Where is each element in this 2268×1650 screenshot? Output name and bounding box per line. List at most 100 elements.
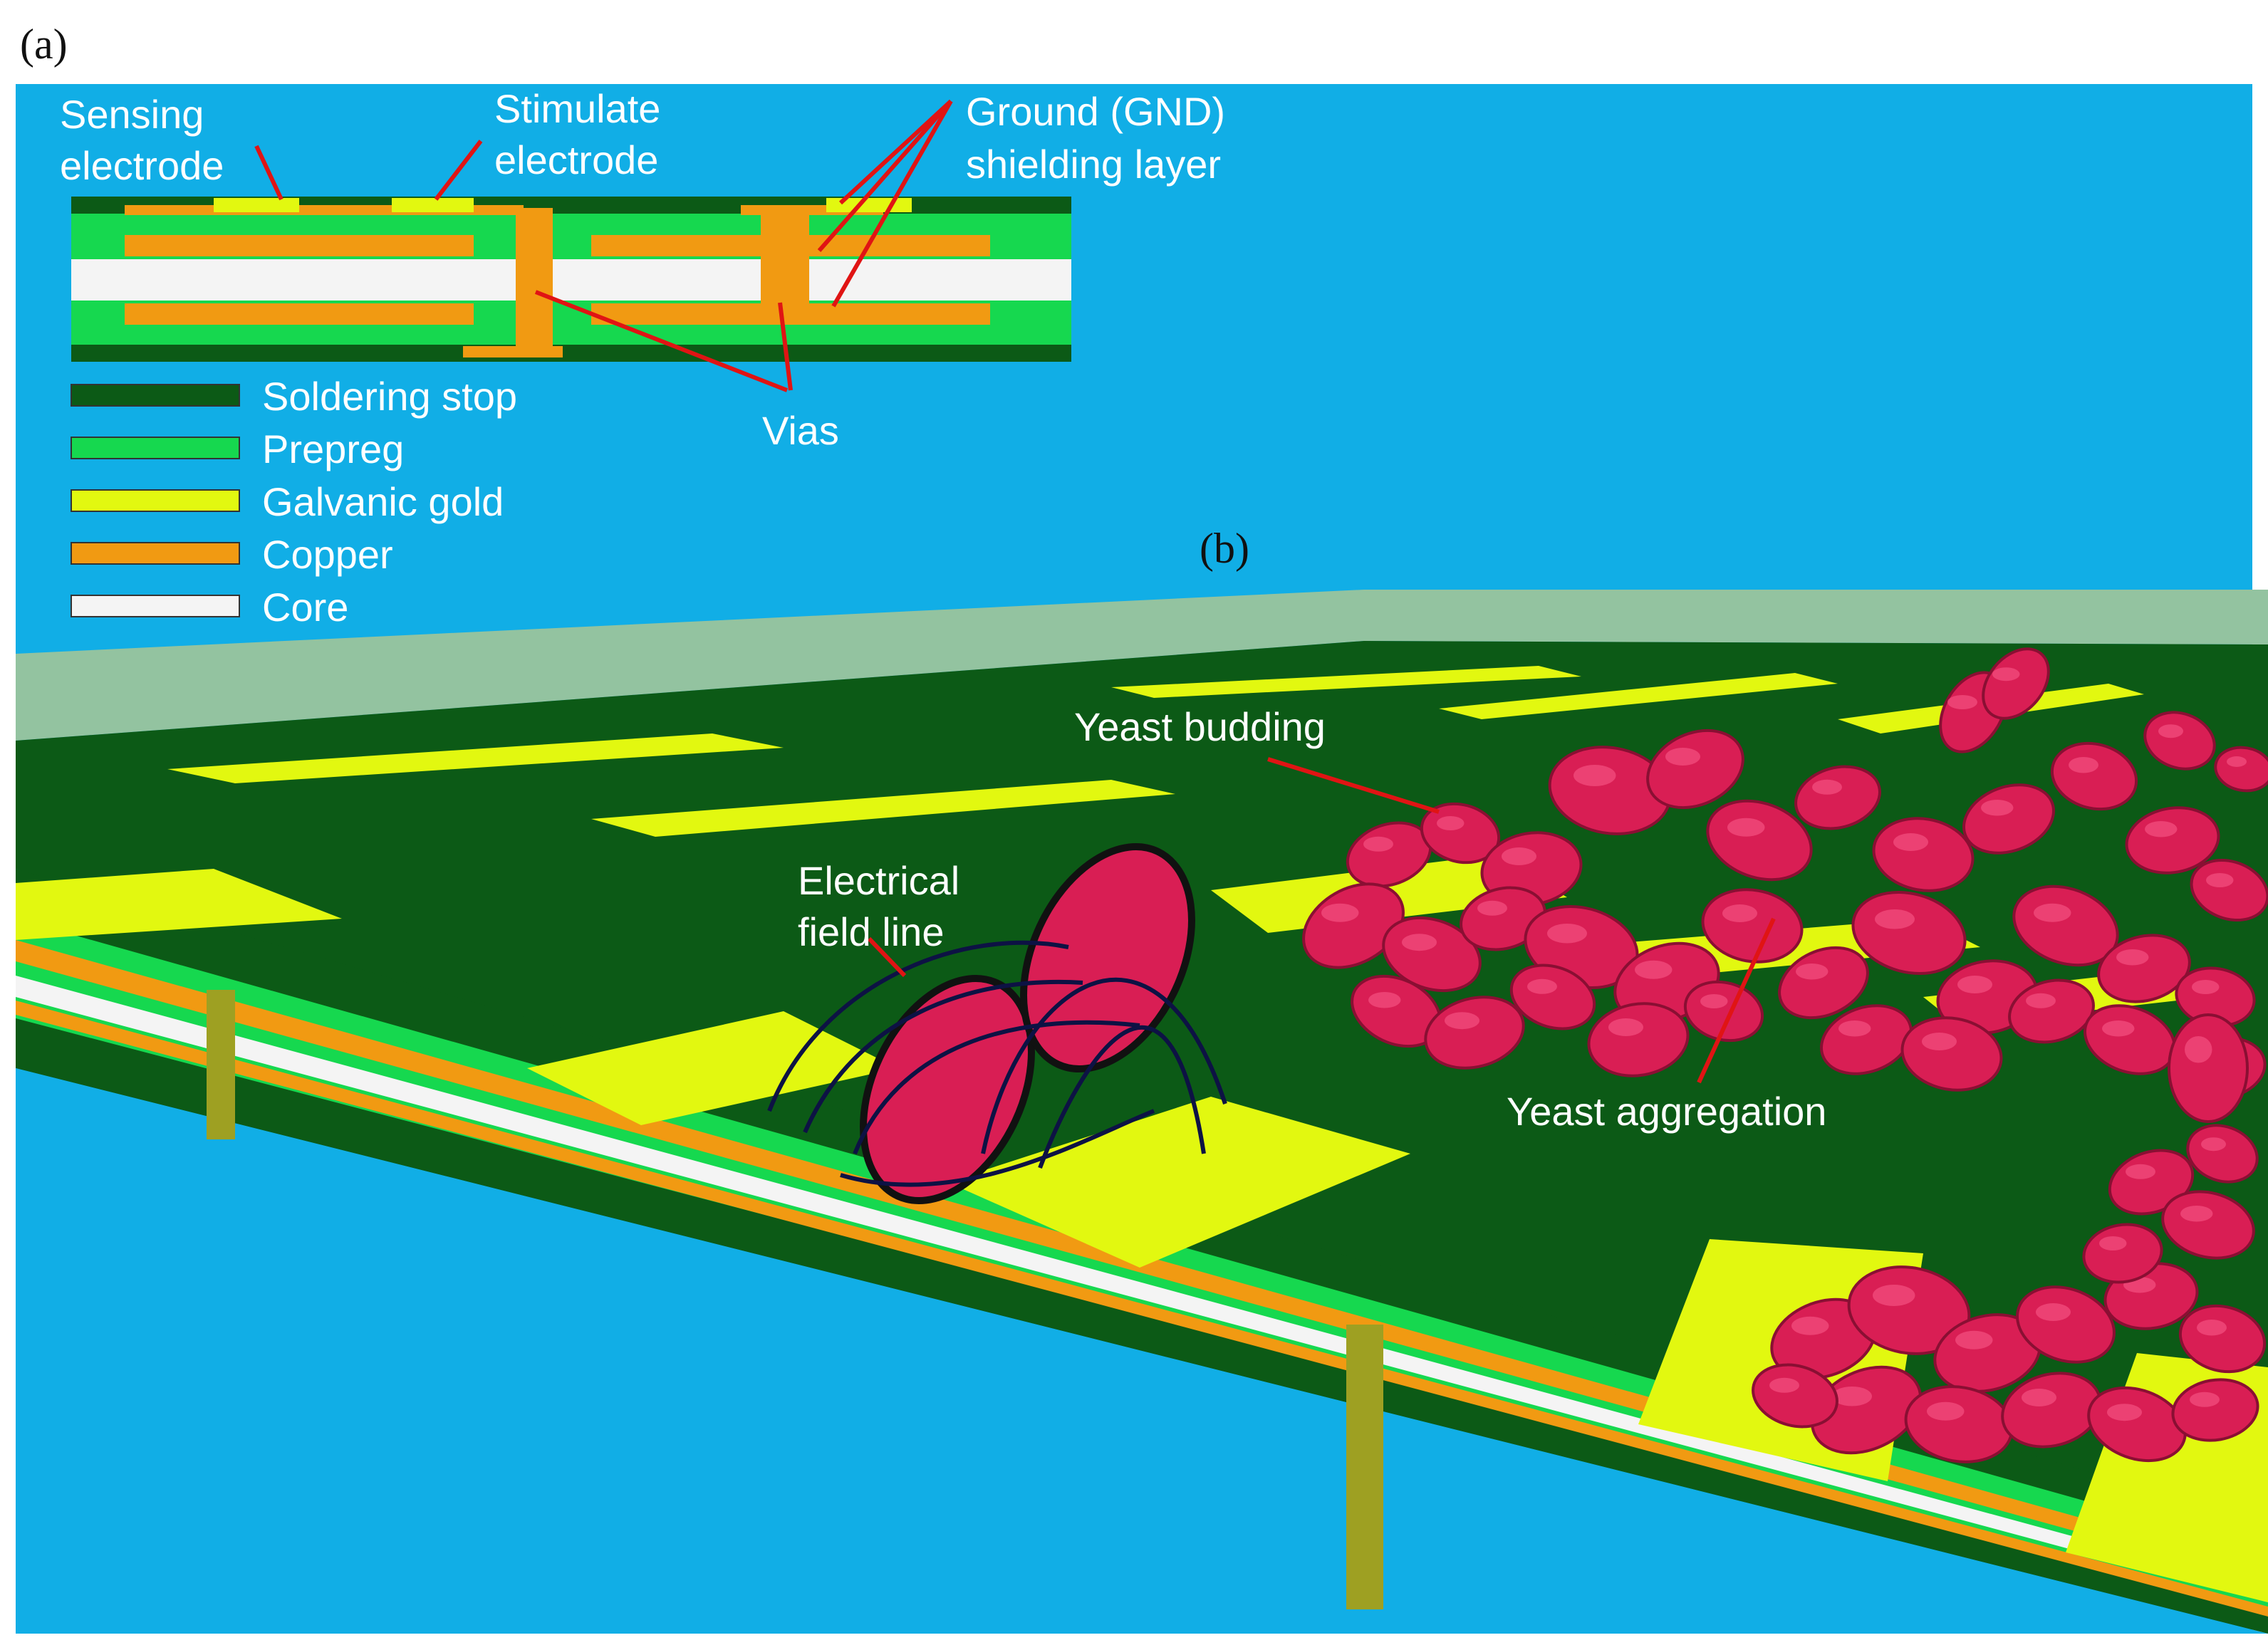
label-gnd-1: Ground (GND) — [966, 89, 1225, 134]
label-sensing-electrode-1: Sensing — [60, 92, 204, 137]
sensing-electrode-pad — [214, 198, 299, 212]
yeast-cell-highlight — [1665, 748, 1700, 766]
panel-label-b: (b) — [1200, 525, 1249, 572]
field-line — [853, 1020, 1140, 1155]
callout-lines — [254, 99, 953, 392]
legend-label: Soldering stop — [262, 374, 517, 419]
yeast-cell-highlight — [1321, 903, 1359, 922]
yeast-cell — [2168, 1013, 2249, 1123]
yeast-cell-highlight — [2180, 1206, 2213, 1222]
chamber-back-wall — [16, 590, 2268, 741]
yeast-cell-highlight — [2126, 1164, 2155, 1179]
gnd-pad — [826, 198, 912, 212]
yeast-cell-highlight — [2158, 724, 2183, 738]
yeast-cell-highlight — [1832, 1387, 1872, 1406]
scene-callout-lines — [867, 757, 1776, 1084]
yeast-cell-highlight — [1700, 994, 1728, 1008]
yeast-cell-highlight — [1893, 833, 1928, 851]
electrode-pad — [1111, 666, 1581, 698]
yeast-cell-highlight — [1927, 1401, 1965, 1421]
yeast-cell-highlight — [1812, 779, 1842, 795]
electric-field-group — [767, 843, 1227, 1204]
field-line — [803, 979, 1083, 1134]
yeast-cell-large — [1020, 843, 1195, 1072]
yeast-cell-highlight — [1608, 1018, 1643, 1036]
electrode-pad — [591, 780, 1175, 837]
yeast-cell-highlight — [2145, 821, 2178, 837]
layer-core — [71, 259, 1071, 301]
yeast-cell-highlight — [1873, 1285, 1915, 1306]
yeast-cell-highlight — [2192, 980, 2220, 994]
label-vias: Vias — [762, 408, 839, 453]
yeast-cell-highlight — [1955, 1330, 1993, 1349]
yeast-cell-highlight — [1875, 909, 1915, 929]
yeast-cell-highlight — [2099, 1236, 2127, 1250]
copper-trace — [125, 303, 474, 325]
label-yeast-budding: Yeast budding — [1074, 704, 1326, 749]
stackup-cross-section: Sensing electrode Stimulate electrode Gr… — [60, 86, 1225, 453]
panel-label-a: (a) — [20, 21, 68, 68]
yeast-cell-highlight — [1727, 818, 1765, 837]
field-line — [1038, 1025, 1206, 1169]
field-line — [767, 940, 1069, 1112]
label-field-line-2: field line — [798, 909, 944, 954]
yeast-cell-highlight — [1573, 765, 1616, 786]
yeast-cell — [1810, 1365, 1923, 1455]
stimulate-electrode-pad — [392, 198, 474, 212]
electrode-pad — [16, 869, 342, 940]
legend-label: Copper — [262, 532, 393, 577]
yeast-cell-highlight — [2102, 1020, 2135, 1037]
yeast-cell-highlight — [2185, 1036, 2212, 1063]
legend-swatch — [71, 384, 240, 407]
legend-swatch — [71, 542, 240, 565]
yeast-cell-highlight — [1368, 992, 1401, 1008]
yeast-cell-highlight — [1769, 1377, 1799, 1393]
legend-label: Galvanic gold — [262, 479, 504, 524]
yeast-cell-highlight — [1791, 1316, 1829, 1335]
scene-annotations: Yeast budding Electrical field line Yeas… — [798, 704, 1826, 1134]
yeast-cell-highlight — [1363, 836, 1393, 852]
yeast-cell-highlight — [2022, 1389, 2056, 1406]
field-line — [981, 977, 1227, 1154]
yeast-cell-highlight — [1838, 1020, 1871, 1037]
electrode-pad — [1439, 673, 1838, 719]
label-sensing-electrode-2: electrode — [60, 143, 224, 188]
yeast-cell-highlight — [2107, 1404, 2142, 1421]
yeast-cell-highlight — [2227, 756, 2247, 767]
yeast-cell-highlight — [1922, 1033, 1957, 1050]
yeast-cell-highlight — [1527, 978, 1557, 994]
yeast-cell-highlight — [1722, 904, 1757, 922]
yeast-cell-highlight — [1445, 1012, 1479, 1030]
label-stimulate-electrode-1: Stimulate — [494, 86, 660, 131]
legend-label: Prepreg — [262, 427, 404, 471]
legend-swatch — [71, 489, 240, 512]
yeast-cell-highlight — [1502, 847, 1536, 865]
legend-label: Core — [262, 585, 348, 630]
field-line — [840, 1109, 1155, 1187]
board-edge-copper-bottom — [16, 1001, 2268, 1617]
yeast-cell-highlight — [2201, 1137, 2226, 1152]
yeast-cell-highlight — [2026, 993, 2056, 1008]
via — [516, 208, 553, 357]
via-edge — [1346, 1325, 1383, 1609]
yeast-cell-highlight — [1992, 667, 2020, 682]
electrode-pad — [167, 733, 784, 783]
label-gnd-2: shielding layer — [966, 142, 1221, 187]
yeast-cell — [1302, 882, 1405, 969]
label-yeast-aggregation: Yeast aggregation — [1507, 1089, 1826, 1134]
yeast-cell-highlight — [1796, 964, 1829, 980]
yeast-cell-highlight — [2190, 1391, 2220, 1407]
yeast-cell — [1646, 729, 1744, 810]
copper-trace — [125, 235, 474, 256]
yeast-cell-highlight — [2069, 757, 2098, 773]
legend-swatch — [71, 437, 240, 459]
via — [761, 208, 809, 323]
floor-background — [16, 1068, 2268, 1634]
label-field-line-1: Electrical — [798, 858, 959, 903]
yeast-cell-highlight — [1477, 900, 1507, 916]
yeast-cell-cluster — [1302, 647, 2268, 1463]
yeast-cell-highlight — [2034, 903, 2071, 922]
yeast-cell-highlight — [2206, 873, 2234, 887]
